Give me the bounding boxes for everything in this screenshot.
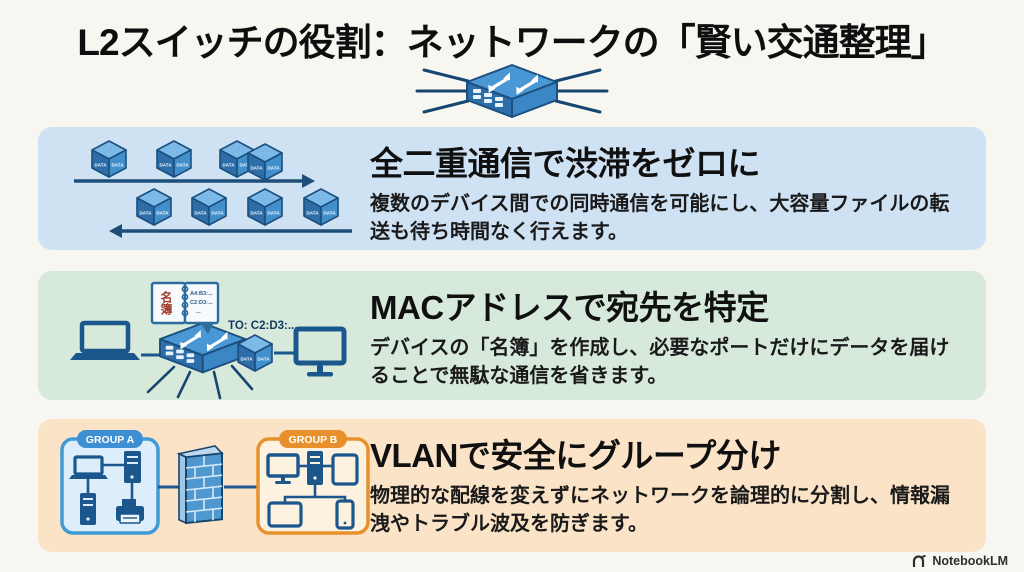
monitor-icon: [293, 326, 347, 377]
section-body: デバイスの「名簿」を作成し、必要なポートだけにデータを届けることで無駄な通信を省…: [370, 337, 950, 388]
mac-entry: ...: [196, 309, 201, 315]
group-b-box: GROUP B: [256, 430, 370, 535]
vlan-groups-illustration: GROUP A: [60, 430, 370, 535]
mac-lookup-illustration: 名簿 A4:B3:... C2:D3:... ... TO: C2:D3:...: [70, 281, 347, 400]
destination-address-label: TO: C2:D3:...: [228, 320, 297, 332]
laptop-icon: [70, 320, 140, 360]
mac-table-book-icon: 名簿 A4:B3:... C2:D3:... ...: [150, 281, 220, 334]
network-switch-icon: [415, 63, 609, 119]
section-heading: 全二重通信で渋滞をゼロに: [370, 145, 761, 182]
section-body: 複数のデバイス間での同時通信を可能にし、大容量ファイルの転送も待ち時間なく行えま…: [370, 193, 950, 244]
mac-entry: A4:B3:...: [190, 291, 213, 297]
group-a-label: GROUP A: [86, 434, 135, 446]
firewall-icon: [176, 445, 224, 525]
section-mac-address: 名簿 A4:B3:... C2:D3:... ... TO: C2:D3:...…: [38, 271, 986, 400]
section-vlan: GROUP A: [38, 419, 986, 552]
section-full-duplex: 全二重通信で渋滞をゼロに 複数のデバイス間での同時通信を可能にし、大容量ファイル…: [38, 127, 986, 250]
section-heading: VLANで安全にグループ分け: [370, 437, 781, 474]
switch-port-lines: [146, 364, 254, 400]
footer: NotebookLM: [912, 554, 1008, 568]
section-body: 物理的な配線を変えずにネットワークを論理的に分割し、情報漏洩やトラブル波及を防ぎ…: [370, 485, 950, 536]
group-a-box: GROUP A: [60, 430, 160, 535]
group-b-label: GROUP B: [289, 434, 338, 446]
footer-brand-label: NotebookLM: [932, 554, 1008, 568]
section-heading: MACアドレスで宛先を特定: [370, 289, 769, 326]
mac-entry: C2:D3:...: [190, 300, 213, 306]
full-duplex-illustration: [74, 140, 352, 238]
page-title: L2スイッチの役割：ネットワークの「賢い交通整理」: [77, 22, 947, 63]
notebooklm-logo-icon: [913, 554, 927, 567]
roster-title-label: 名簿: [159, 290, 173, 316]
